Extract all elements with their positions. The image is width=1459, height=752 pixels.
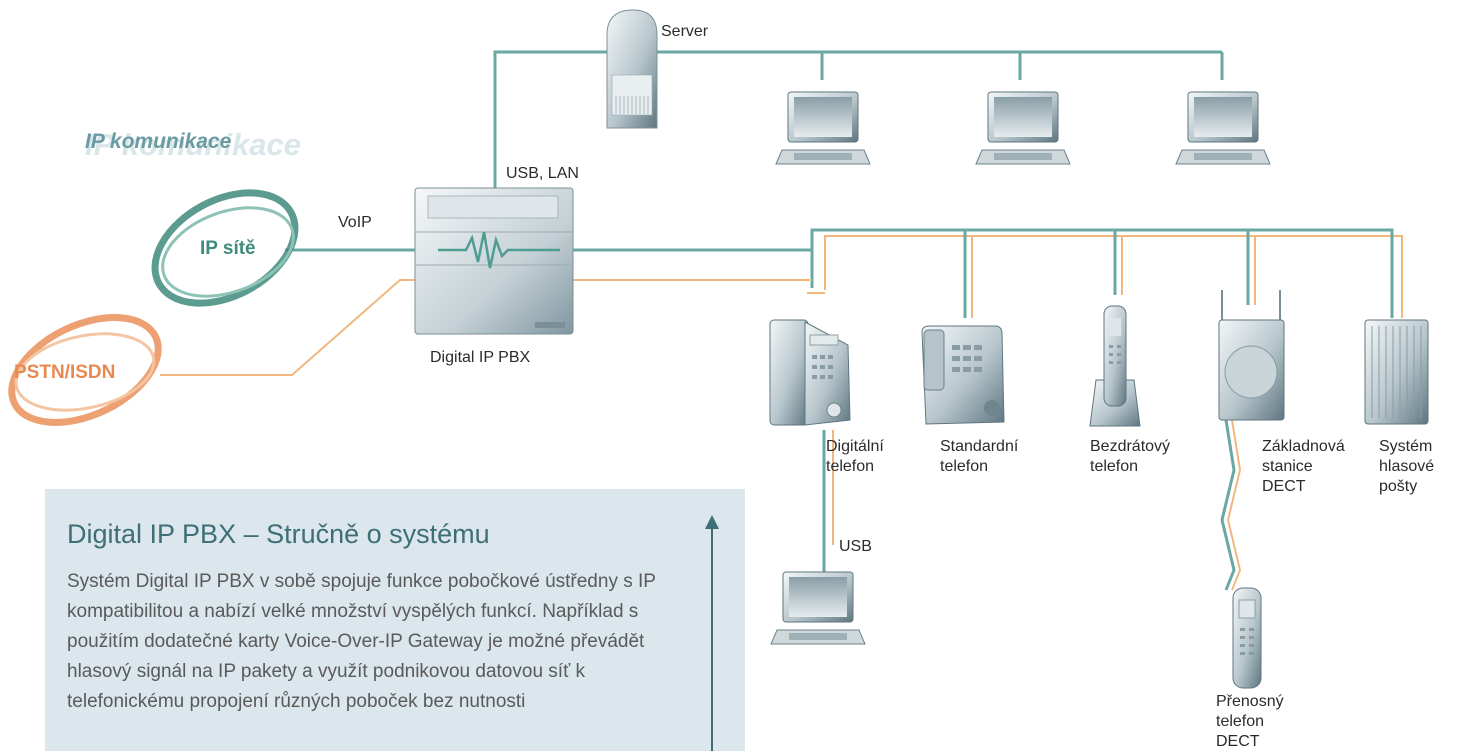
pstn-cloud xyxy=(8,314,162,426)
laptop-2 xyxy=(975,91,1071,165)
pstn-label: PSTN/ISDN xyxy=(14,362,116,383)
voip-label: VoIP xyxy=(338,214,372,231)
signal-wave xyxy=(438,231,560,269)
usb-label: USB xyxy=(839,538,872,555)
cordless-phone-label: Bezdrátový telefon xyxy=(1090,438,1171,475)
ip-network-label: IP sítě xyxy=(200,238,256,259)
server-device xyxy=(606,9,658,129)
ip-communication-watermark: IP komunikace xyxy=(85,127,301,162)
server-label: Server xyxy=(661,23,709,40)
info-title: Digital IP PBX – Stručně o systému xyxy=(67,519,490,549)
extension-bus-teal xyxy=(810,228,1394,591)
pstn-line xyxy=(160,279,812,376)
cordless-phone xyxy=(1089,305,1141,427)
ip-network-cloud xyxy=(151,189,299,307)
dect-base-label: Základnová stanice DECT xyxy=(1262,438,1345,495)
pbx-label: Digital IP PBX xyxy=(430,349,531,366)
info-box: Digital IP PBX – Stručně o systému Systé… xyxy=(45,489,745,751)
standard-phone-label: Standardní telefon xyxy=(940,438,1019,475)
standard-phone xyxy=(921,325,1005,425)
portable-dect-label: Přenosný telefon DECT xyxy=(1216,693,1284,750)
portable-dect-phone xyxy=(1232,587,1262,689)
pbx-unit xyxy=(414,187,574,335)
laptop-3 xyxy=(1175,91,1271,165)
lan-lines xyxy=(493,50,1224,205)
voicemail-system xyxy=(1364,319,1429,425)
up-arrow-icon xyxy=(705,515,719,751)
laptop-1 xyxy=(775,91,871,165)
digital-phone-label: Digitální telefon xyxy=(826,438,884,475)
voicemail-label: Systém hlasové pošty xyxy=(1379,438,1435,495)
info-body: Systém Digital IP PBX v sobě spojuje fun… xyxy=(67,571,656,712)
laptop-usb xyxy=(770,571,866,645)
digital-phone xyxy=(769,319,851,426)
dect-base-station xyxy=(1218,290,1285,421)
usb-lan-label: USB, LAN xyxy=(506,165,579,182)
ip-communication-label: IP komunikace xyxy=(85,130,232,153)
